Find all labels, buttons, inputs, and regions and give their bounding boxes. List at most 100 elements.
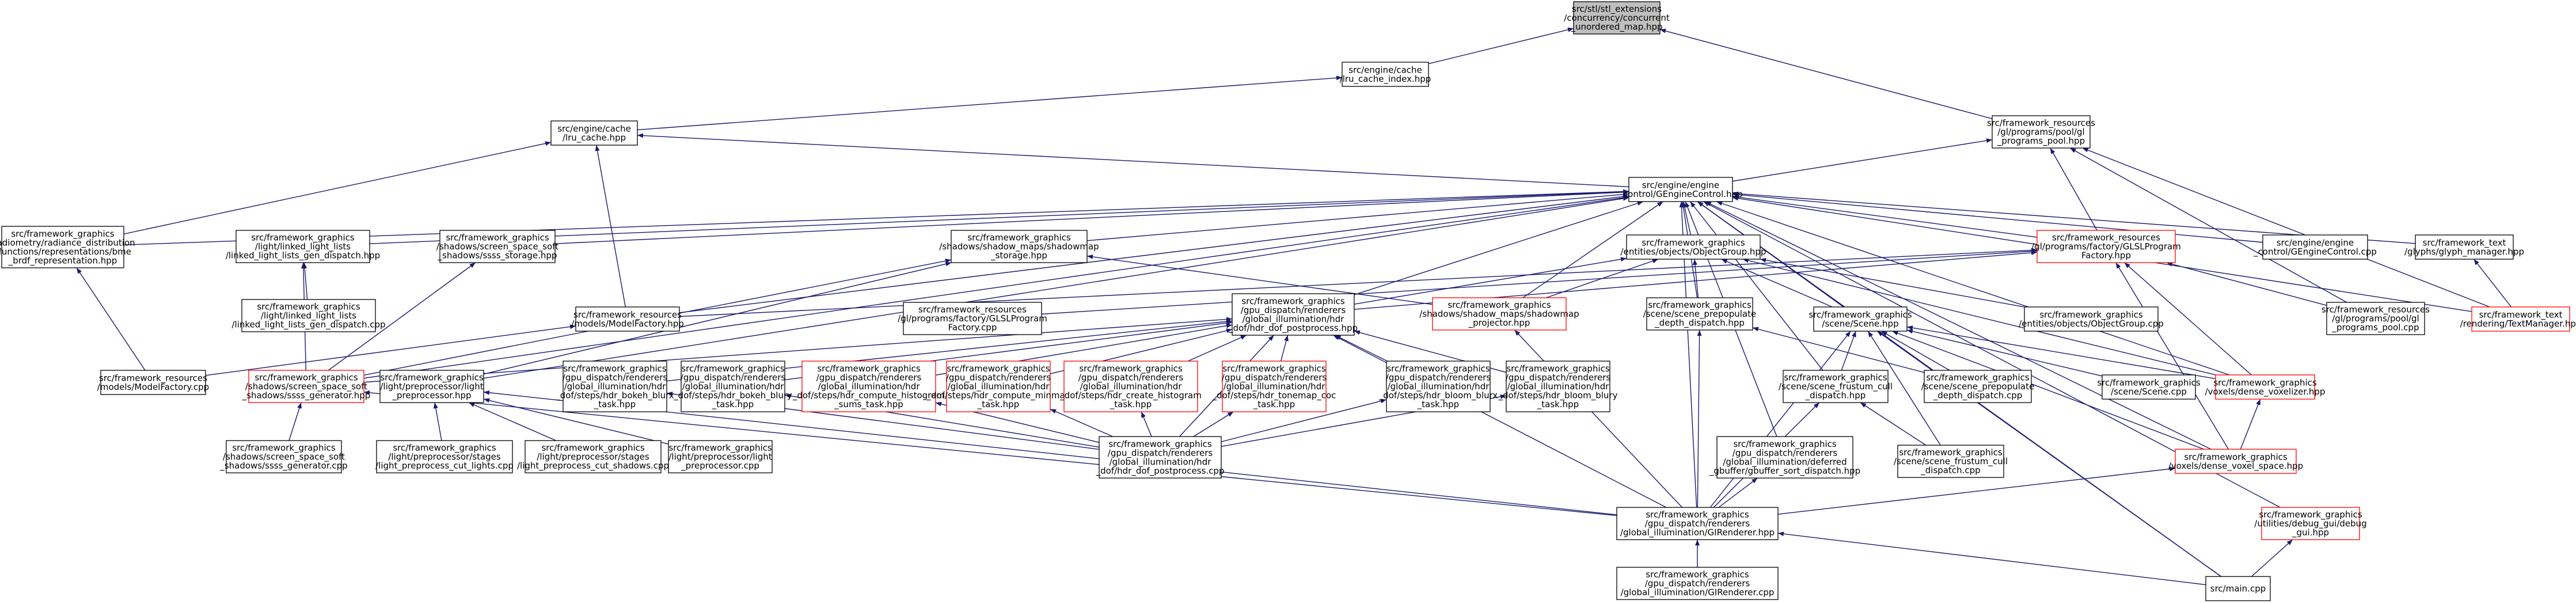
node-label-line: _shadows/ssss_storage.hpp <box>438 251 557 261</box>
node-linked-gen-hpp[interactable]: src/framework_graphics/light/linked_ligh… <box>226 230 380 263</box>
node-main-cpp[interactable]: src/main.cpp <box>2205 576 2271 601</box>
node-radiance[interactable]: src/framework_graphics/radiometry/radian… <box>0 226 135 268</box>
edge-lru-index-to-root <box>1428 27 1574 65</box>
node-label-line: _task.hpp <box>977 399 1019 410</box>
node-debug-gui[interactable]: src/framework_graphics/utilities/debug_g… <box>2254 507 2367 540</box>
node-label-line: /scene/scene_frustum_cull <box>1779 381 1893 392</box>
node-text-manager[interactable]: src/framework_text/rendering/TextManager… <box>2460 306 2576 332</box>
node-compute-histogram[interactable]: src/framework_graphics/gpu_dispatch/rend… <box>792 361 945 412</box>
edge-bloom-blurx-to-postprocess <box>1335 335 1388 362</box>
node-girenderer-cpp[interactable]: src/framework_graphics/gpu_dispatch/rend… <box>1616 567 1779 600</box>
edge-main-cpp-to-debug-gui <box>2251 539 2293 577</box>
node-bokeh-blurx[interactable]: src/framework_graphics/gpu_dispatch/rend… <box>555 361 674 412</box>
node-label-line: /global_illumination/GIRenderer.cpp <box>1621 587 1775 598</box>
node-girenderer-hpp[interactable]: src/framework_graphics/gpu_dispatch/rend… <box>1616 507 1779 540</box>
node-bloom-blurx[interactable]: src/framework_graphics/gpu_dispatch/rend… <box>1378 361 1498 412</box>
node-postprocess[interactable]: src/framework_graphics/gpu_dispatch/rend… <box>1228 293 1358 336</box>
node-box <box>525 440 662 473</box>
node-label-line: /global_illumination/deferred <box>1723 457 1846 468</box>
node-label-line: /scene/Scene.cpp <box>2111 386 2187 397</box>
node-label-line: /shadows/screen_space_soft <box>223 452 345 462</box>
node-label-line: src/framework_graphics <box>1108 439 1212 450</box>
node-scene-hpp[interactable]: src/framework_graphics/scene/Scene.hpp <box>1808 306 1912 332</box>
node-frustum-cull-cpp[interactable]: src/framework_graphics/scene/scene_frust… <box>1894 445 2008 478</box>
node-label-line: /voxels/dense_voxel_space.hpp <box>2168 461 2303 472</box>
node-box <box>550 120 638 146</box>
node-label-line: _preprocessor.hpp <box>392 390 471 401</box>
node-gbuffer-sort[interactable]: src/framework_graphics/gpu_dispatch/rend… <box>1709 436 1860 479</box>
node-prepopulate-hpp[interactable]: src/framework_graphics/scene/scene_prepo… <box>1643 297 1756 331</box>
node-linked-gen-cpp[interactable]: src/framework_graphics/light/linked_ligh… <box>231 299 386 332</box>
node-preprocess-cut-shadows[interactable]: src/framework_graphics/light/preprocesso… <box>517 440 669 473</box>
node-shadowmap-projector[interactable]: src/framework_graphics/shadows/shadow_ma… <box>1419 297 1579 331</box>
node-label-line: /shadows/shadow_maps/shadowmap <box>1419 309 1579 320</box>
node-label-line: _dispatch.cpp <box>1920 465 1980 476</box>
node-model-factory-hpp[interactable]: src/framework_resources/models/ModelFact… <box>571 306 684 332</box>
node-shadowmap-storage[interactable]: src/framework_graphics/shadows/shadow_ma… <box>939 230 1099 263</box>
node-object-group-cpp[interactable]: src/framework_graphics/entities/objects/… <box>2019 306 2164 332</box>
node-label-line: /global_illumination/GIRenderer.hpp <box>1620 528 1775 538</box>
node-programs-pool[interactable]: src/framework_resources/gl/programs/pool… <box>1987 115 2095 149</box>
node-scene-cpp[interactable]: src/framework_graphics/scene/Scene.cpp <box>2097 374 2201 400</box>
node-compute-minmax[interactable]: src/framework_graphics/gpu_dispatch/rend… <box>926 361 1070 412</box>
node-label-line: /entities/objects/ObjectGroup.hpp <box>1621 246 1766 257</box>
node-lru-index[interactable]: src/engine/cache/lru_cache_index.hpp <box>1340 62 1431 87</box>
node-object-group-hpp[interactable]: src/framework_graphics/entities/objects/… <box>1621 234 1766 260</box>
node-preprocess-cut-lights[interactable]: src/framework_graphics/light/preprocesso… <box>375 440 514 473</box>
node-tonemap-coc[interactable]: src/framework_graphics/gpu_dispatch/rend… <box>1212 361 1336 412</box>
node-box <box>946 361 1051 412</box>
node-box <box>100 370 206 395</box>
node-label-line: /scene/Scene.hpp <box>1822 318 1898 329</box>
edge-girenderer-hpp-to-scene-hpp <box>1709 331 1851 508</box>
node-label-line: _dof/steps/hdr_compute_histogram <box>792 390 945 401</box>
edge-glslprogram-factory-to-engine-control <box>1732 195 2038 238</box>
node-light-preprocessor-hpp[interactable]: src/framework_graphics/light/preprocesso… <box>379 370 484 403</box>
node-box <box>379 370 484 403</box>
edge-model-factory-cpp-to-model-factory-hpp <box>205 324 576 376</box>
node-dense-voxelizer[interactable]: src/framework_graphics/voxels/dense_voxe… <box>2205 374 2326 400</box>
node-label-line: _task.hpp <box>1110 399 1152 410</box>
node-bloom-blury[interactable]: src/framework_graphics/gpu_dispatch/rend… <box>1498 361 1618 412</box>
node-label-line: _gbuffer/gbuffer_sort_dispatch.hpp <box>1709 465 1860 476</box>
node-ssss-storage[interactable]: src/framework_graphics/shadows/screen_sp… <box>436 230 558 263</box>
node-bokeh-blury[interactable]: src/framework_graphics/gpu_dispatch/rend… <box>673 361 792 412</box>
node-prepopulate-cpp[interactable]: src/framework_graphics/scene/scene_prepo… <box>1921 370 2034 403</box>
node-glslprogram-factory-cpp[interactable]: src/framework_resources/gl/programs/fact… <box>898 302 1047 335</box>
node-label-line: /gpu_dispatch/renderers <box>1732 447 1838 458</box>
node-light-preprocessor-cpp[interactable]: src/framework_graphics/light/preprocesso… <box>668 440 773 473</box>
node-frustum-cull-hpp[interactable]: src/framework_graphics/scene/scene_frust… <box>1779 370 1893 403</box>
node-box <box>801 361 936 412</box>
node-engine-control-cpp[interactable]: src/engine/engine_control/GEngineControl… <box>2253 234 2377 260</box>
node-label-line: src/framework_resources <box>918 305 1027 316</box>
node-programs-pool-cpp[interactable]: src/framework_resources/gl/programs/pool… <box>2322 302 2430 335</box>
node-model-factory-cpp[interactable]: src/framework_resources/models/ModelFact… <box>97 370 209 395</box>
node-box <box>2102 374 2196 400</box>
node-label-line: /light/preprocessor/light <box>380 381 483 392</box>
node-label-line: _dof/steps/hdr_bloom_blurx <box>1378 390 1498 401</box>
node-label-line: src/framework_graphics <box>1926 373 2030 384</box>
edge-postprocess-to-engine-control <box>1354 201 1644 295</box>
node-lru-cache[interactable]: src/engine/cache/lru_cache.hpp <box>550 120 638 146</box>
node-dense-voxel-space[interactable]: src/framework_graphics/voxels/dense_voxe… <box>2168 449 2303 474</box>
node-glyph-manager[interactable]: src/framework_text/glyphs/glyph_manager.… <box>2404 234 2524 260</box>
node-label-line: _task.hpp <box>712 399 754 410</box>
node-ssss-generator-cpp[interactable]: src/framework_graphics/shadows/screen_sp… <box>219 440 348 473</box>
node-label-line: _shadows/ssss_generator.cpp <box>219 461 347 472</box>
node-label-line: src/framework_graphics <box>668 443 772 454</box>
node-label-line: src/framework_graphics <box>947 363 1050 374</box>
node-create-histogram[interactable]: src/framework_graphics/gpu_dispatch/rend… <box>1059 361 1202 412</box>
node-label-line: _dof/steps/hdr_create_histogram <box>1059 390 1202 401</box>
node-label-line: /global_illumination/hdr <box>1388 381 1490 392</box>
node-engine-control[interactable]: src/engine/engine_control/GEngineControl… <box>1618 177 1743 202</box>
node-label-line: /global_illumination/hdr <box>1224 381 1326 392</box>
node-glslprogram-factory[interactable]: src/framework_resources/gl/programs/fact… <box>2031 230 2181 263</box>
node-ssss-generator-hpp[interactable]: src/framework_graphics/shadows/screen_sp… <box>242 370 371 403</box>
edge-radiance-to-lru-cache <box>123 141 552 234</box>
node-label-line: /gpu_dispatch/renderers <box>1241 305 1346 316</box>
node-root[interactable]: src/stl/stl_extensions/concurrency/concu… <box>1564 1 1670 35</box>
node-postprocess-cpp[interactable]: src/framework_graphics/gpu_dispatch/rend… <box>1096 436 1225 479</box>
node-label-line: src/framework_graphics <box>251 233 355 244</box>
node-label-line: src/framework_resources <box>2052 233 2160 244</box>
edge-programs-pool-cpp-to-programs-pool <box>2069 147 2347 303</box>
